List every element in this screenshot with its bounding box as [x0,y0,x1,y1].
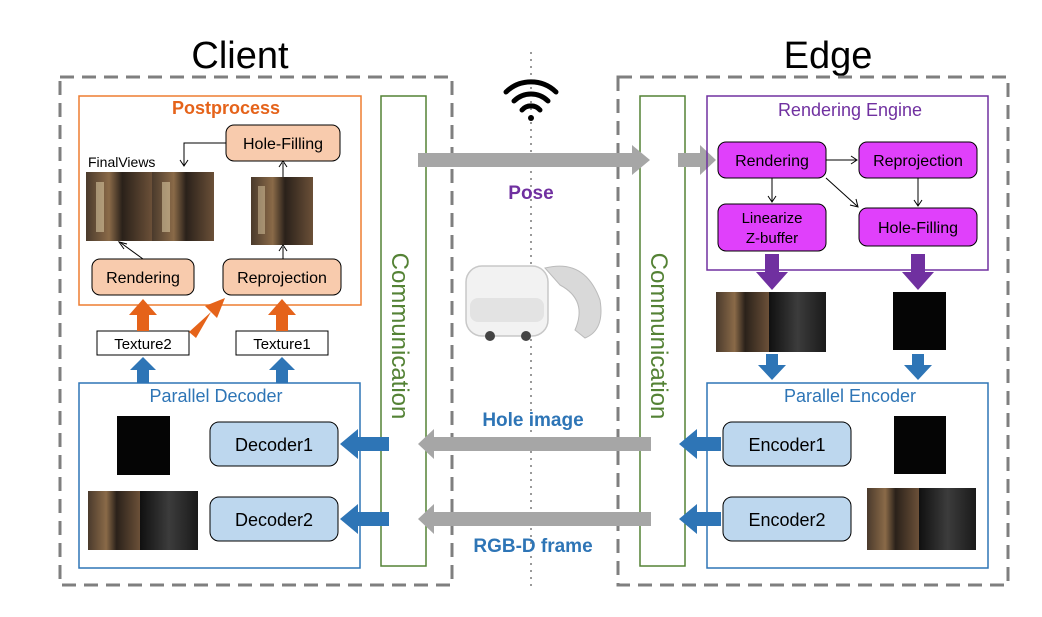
edge-communication-box [639,95,686,567]
final-views-image [86,172,214,241]
comm-to-decoder-arrows [340,429,389,534]
client-reprojected-image [251,177,313,245]
parallel-encoder-box [706,382,989,569]
engine-thin-arrows [767,155,923,208]
decoder1-label: Decoder1 [235,435,313,455]
hole-image-arrow [418,429,651,459]
encoder1-label: Encoder1 [748,435,825,455]
postprocess-thin-arrows [117,142,288,260]
client-rendering-label: Rendering [106,270,180,287]
edge-rendering-label: Rendering [735,153,809,170]
final-views-label: FinalViews [88,154,155,170]
texture1-box [235,330,329,356]
parallel-encoder-title: Parallel Encoder [784,386,916,406]
edge-reprojection-label: Reprojection [873,153,963,170]
client-reprojection-label: Reprojection [237,270,327,287]
decoder-rgbd-image [88,491,198,550]
encoder2-node [722,496,852,542]
vr-headset-icon [465,265,602,341]
texture2-label: Texture2 [114,336,172,353]
client-frame [58,75,454,587]
engine-output-arrows [756,254,934,290]
orange-arrows [129,298,296,338]
texture1-label: Texture1 [253,336,311,353]
decoder2-label: Decoder2 [235,510,313,530]
edge-hole-image [893,292,946,350]
image-to-encoder-arrows [758,354,932,380]
client-communication-box [380,95,427,567]
edge-hole-filling-node [858,207,978,247]
parallel-decoder-box [78,382,361,569]
edge-rgbd-image [716,292,826,352]
edge-frame [616,75,1010,587]
edge-title: Edge [784,35,873,77]
client-title: Client [191,35,289,77]
texture2-box [96,330,190,356]
linearize-label: Linearize [742,210,803,227]
linearize-zbuffer-node [717,203,827,252]
decoder2-node [209,496,339,542]
pose-label: Pose [508,183,553,204]
edge-communication-label: Communication [645,253,672,420]
rgbd-frame-label: RGB-D frame [473,536,592,557]
encoder1-node [722,421,852,467]
encoder-hole-image [894,416,946,474]
pose-arrows [418,145,716,175]
decoder-to-texture-arrows [130,357,295,383]
rendering-engine-title: Rendering Engine [778,100,922,120]
postprocess-title: Postprocess [172,98,280,118]
client-hole-filling-label: Hole-Filling [243,136,323,153]
decoder-hole-image [117,416,170,475]
decoder1-node [209,421,339,467]
wifi-icon [503,79,559,121]
zbuffer-label: Z-buffer [746,230,798,247]
parallel-decoder-title: Parallel Decoder [149,386,282,406]
encoder2-label: Encoder2 [748,510,825,530]
hole-image-label: Hole image [482,410,583,431]
encoder-rgbd-image [867,488,976,550]
encoder-to-comm-arrows [679,429,721,534]
rgbd-frame-arrow [418,504,651,534]
client-reprojection-node [222,258,342,296]
rendering-engine-box [706,95,989,271]
client-communication-label: Communication [386,253,413,420]
edge-hole-filling-label: Hole-Filling [878,220,958,237]
